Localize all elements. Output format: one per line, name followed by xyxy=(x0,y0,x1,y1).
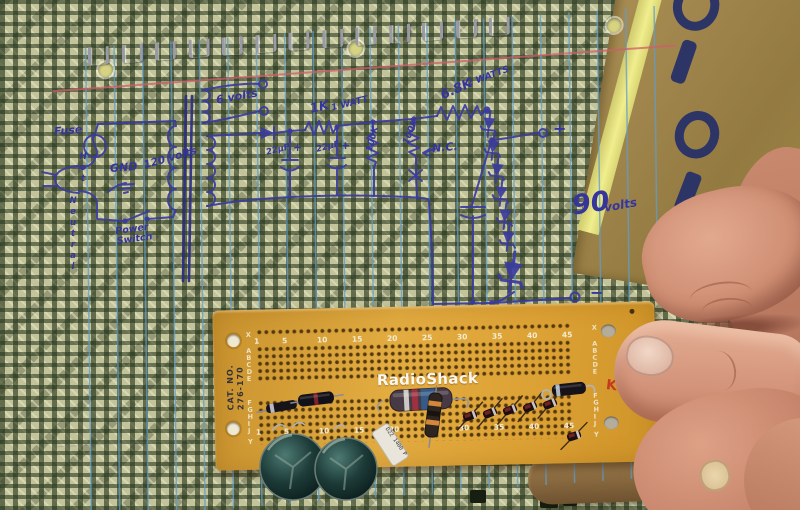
board-row-letter: E xyxy=(246,374,252,383)
catalog-number: CAT. NO. 276-170 xyxy=(226,364,248,410)
board-column-number: 40 xyxy=(526,330,538,341)
board-column-number: 45 xyxy=(561,330,573,340)
board-column-number: 5 xyxy=(281,336,288,346)
catalog-number-line2: 276-170 xyxy=(235,366,246,411)
board-column-number: 25 xyxy=(421,333,433,343)
board-column-number: 40 xyxy=(528,421,540,432)
board-column-number: 35 xyxy=(491,331,503,341)
punch-hole xyxy=(607,17,622,33)
board-column-number: 45 xyxy=(563,421,575,431)
board-column-number: 35 xyxy=(493,422,505,432)
board-column-number: 20 xyxy=(386,333,398,343)
board-row-letter: Y xyxy=(248,437,253,446)
radioshack-logo: RadioShack xyxy=(376,369,479,390)
corner-pin-hole xyxy=(629,308,635,314)
board-column-number: 10 xyxy=(318,426,330,436)
board-column-number: 30 xyxy=(456,332,468,342)
lace-hole xyxy=(470,490,486,503)
board-column-number: 25 xyxy=(423,424,435,434)
board-column-number: 30 xyxy=(458,423,470,433)
board-row-letter: X xyxy=(245,330,251,339)
board-column-number: 15 xyxy=(351,334,363,344)
board-row-letter: J xyxy=(247,426,251,435)
board-row-letter: J xyxy=(593,419,597,428)
board-row-letter: E xyxy=(592,367,598,376)
cardboard-print-fragment xyxy=(667,104,727,166)
board-column-number: 5 xyxy=(283,427,290,437)
board-column-number: 10 xyxy=(316,335,328,345)
board-row-letter: Y xyxy=(593,430,599,439)
board-row-letter: X xyxy=(591,323,597,332)
board-column-number: 15 xyxy=(353,425,365,435)
board-column-number: 20 xyxy=(388,424,400,434)
